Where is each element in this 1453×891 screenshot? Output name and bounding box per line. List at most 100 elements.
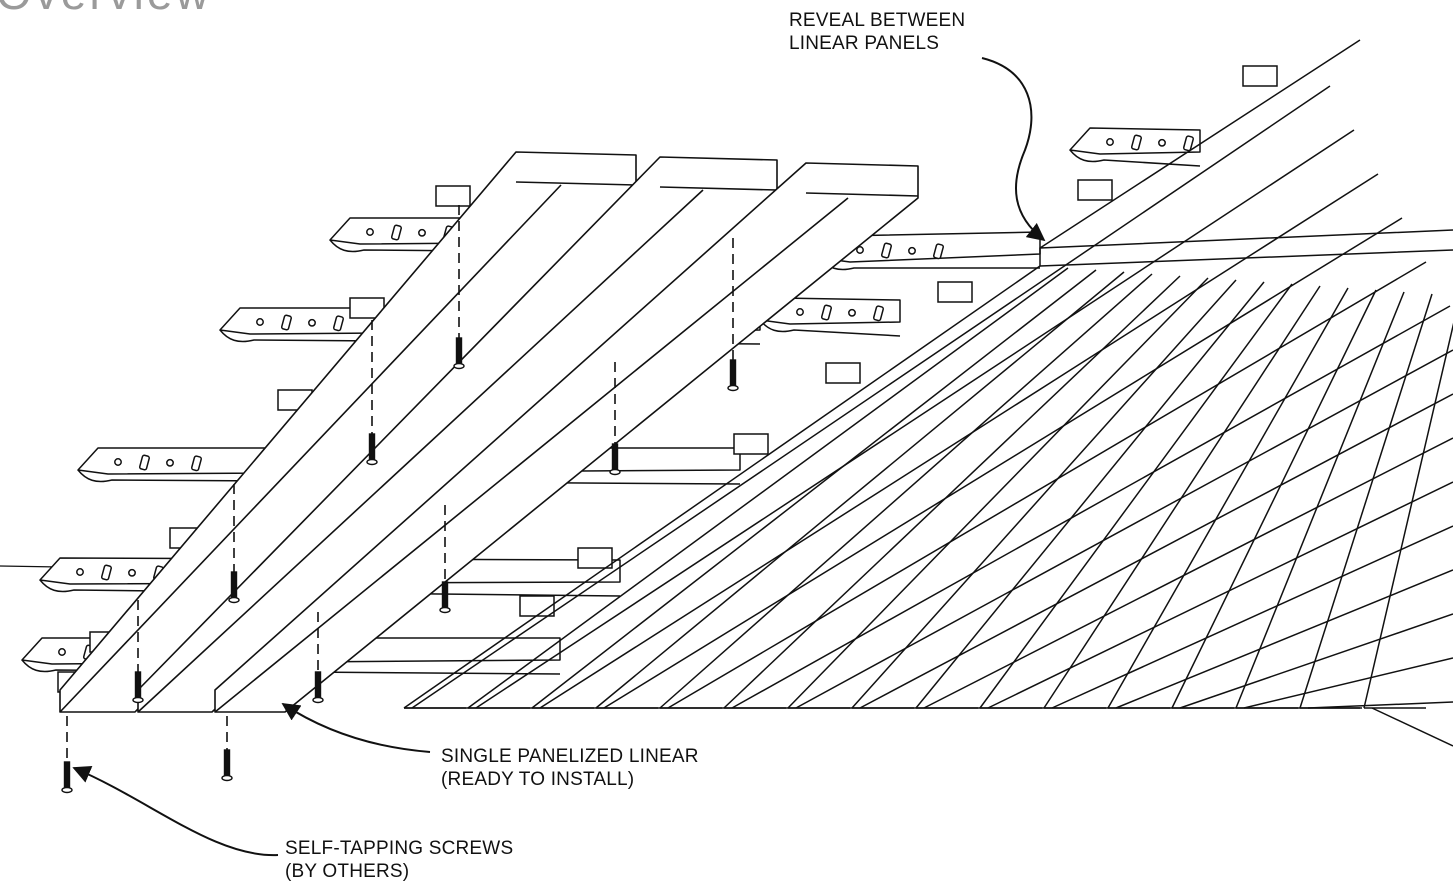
carrier-hole bbox=[308, 318, 316, 327]
panel-end-face bbox=[805, 192, 919, 197]
installed-slat bbox=[1107, 287, 1453, 709]
page-heading: Overview bbox=[0, 0, 212, 16]
slat-edge bbox=[851, 279, 1237, 709]
panel-end-face bbox=[659, 186, 778, 191]
panelized-callout: SINGLE PANELIZED LINEAR (READY TO INSTAL… bbox=[441, 745, 699, 791]
slat-face bbox=[475, 129, 1355, 709]
reveal-block bbox=[1077, 179, 1113, 201]
carrier-hole bbox=[128, 568, 136, 577]
carrier-hole bbox=[418, 228, 426, 237]
self-tapping-screw bbox=[609, 443, 621, 476]
carrier-hole bbox=[58, 648, 66, 656]
screw-head bbox=[61, 786, 73, 794]
self-tapping-screw bbox=[453, 337, 465, 370]
self-tapping-screw bbox=[61, 761, 73, 794]
installed-slat bbox=[1363, 322, 1453, 747]
screw-head bbox=[132, 696, 144, 704]
panel-end-face bbox=[515, 181, 637, 186]
screw-shank bbox=[63, 761, 71, 789]
screw-head bbox=[228, 596, 240, 604]
screw-shank bbox=[455, 337, 463, 365]
screws-callout-line1: SELF-TAPPING SCREWS bbox=[285, 838, 514, 859]
slat-face bbox=[731, 305, 1451, 709]
reveal-callout-line1: REVEAL BETWEEN bbox=[789, 10, 966, 31]
slat-face bbox=[667, 261, 1427, 709]
self-tapping-screw bbox=[228, 571, 240, 604]
panelized-callout-line1: SINGLE PANELIZED LINEAR bbox=[441, 746, 699, 767]
reveal-block bbox=[577, 547, 613, 569]
carrier-hole bbox=[76, 568, 84, 576]
self-tapping-screw bbox=[132, 671, 144, 704]
slat-face bbox=[411, 85, 1331, 709]
panelized-callout-line2: (READY TO INSTALL) bbox=[441, 769, 635, 790]
screw-head bbox=[453, 362, 465, 370]
slat-edge bbox=[1171, 289, 1377, 709]
self-tapping-screw bbox=[221, 749, 233, 782]
slat-edge bbox=[467, 267, 1069, 709]
slat-edge bbox=[595, 271, 1125, 709]
slat-face bbox=[923, 437, 1453, 709]
screw-alignment-lines bbox=[66, 205, 734, 762]
carrier-slot bbox=[820, 304, 832, 321]
slat-edge bbox=[659, 273, 1153, 709]
self-tapping-screws bbox=[61, 337, 739, 794]
slat-face bbox=[1307, 701, 1453, 709]
screw-shank bbox=[314, 671, 322, 699]
reveal-block bbox=[733, 433, 769, 455]
slat-edge bbox=[1043, 285, 1321, 709]
installed-slat bbox=[851, 279, 1453, 709]
slat-edge bbox=[979, 283, 1293, 709]
screw-head bbox=[609, 468, 621, 476]
carrier-channel bbox=[759, 297, 901, 337]
screw-shank bbox=[368, 433, 376, 461]
screw-head bbox=[439, 606, 451, 614]
carrier-slot bbox=[1130, 134, 1142, 151]
carrier-slot bbox=[880, 242, 892, 259]
panel-crease bbox=[214, 197, 849, 713]
screws-callout-line2: (BY OTHERS) bbox=[285, 861, 410, 882]
reveal-block bbox=[1242, 65, 1278, 87]
carrier-lip bbox=[219, 329, 761, 345]
slat-face bbox=[603, 217, 1403, 709]
carrier-hole bbox=[114, 458, 122, 466]
carrier-lip bbox=[329, 239, 831, 255]
panel-crease bbox=[59, 184, 562, 713]
loose-panel bbox=[214, 162, 919, 713]
screw-shank bbox=[611, 443, 619, 471]
reveal-leader-arrow bbox=[981, 57, 1046, 242]
carrier-channel bbox=[1069, 127, 1201, 167]
screws-leader-arrow bbox=[72, 765, 279, 857]
carrier-hole bbox=[796, 308, 804, 316]
slat-face bbox=[1051, 525, 1453, 709]
slat-edge bbox=[787, 277, 1209, 709]
slat-edge bbox=[531, 269, 1097, 709]
screw-head bbox=[727, 384, 739, 392]
installed-slat bbox=[1043, 285, 1453, 709]
reveal-callout: REVEAL BETWEEN LINEAR PANELS bbox=[789, 9, 965, 55]
installed-slat bbox=[1299, 293, 1453, 709]
reveal-block bbox=[435, 185, 471, 207]
screw-head bbox=[366, 458, 378, 466]
carrier-hole bbox=[908, 246, 916, 255]
carrier-hole bbox=[848, 308, 856, 317]
slat-edge bbox=[915, 281, 1265, 709]
leader-arrows bbox=[72, 57, 1046, 857]
screw-head bbox=[221, 774, 233, 782]
carrier-hole bbox=[166, 458, 174, 467]
slat-face bbox=[539, 173, 1379, 709]
carrier-lip bbox=[21, 659, 561, 675]
screw-shank bbox=[134, 671, 142, 699]
carrier-slot bbox=[332, 315, 344, 332]
screw-shank bbox=[223, 749, 231, 777]
slat-edge bbox=[723, 275, 1181, 709]
installed-panel-field bbox=[403, 39, 1453, 747]
carrier-lip bbox=[39, 579, 621, 597]
panel-crease bbox=[137, 189, 704, 713]
carrier-slot bbox=[280, 314, 292, 331]
slat-edge bbox=[1363, 322, 1453, 709]
slat-face bbox=[1371, 707, 1453, 747]
carrier-hole bbox=[856, 246, 864, 254]
reveal-block bbox=[825, 362, 861, 384]
loose-panels bbox=[59, 151, 919, 713]
